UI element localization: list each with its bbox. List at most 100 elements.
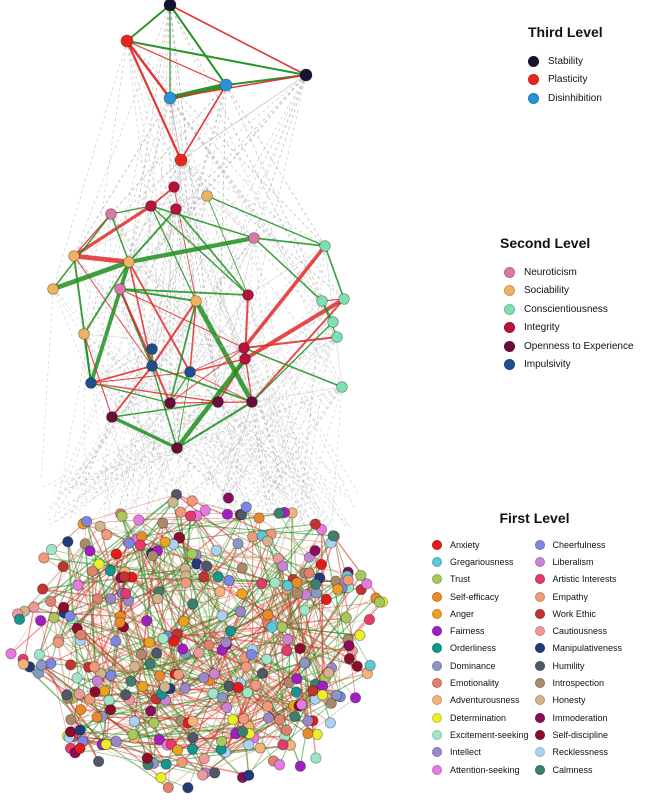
network-edge bbox=[115, 640, 250, 746]
network-edge bbox=[169, 401, 253, 404]
network-edge bbox=[128, 261, 191, 373]
first-level-node bbox=[110, 548, 122, 560]
network-edge bbox=[148, 641, 230, 687]
network-edge bbox=[151, 300, 197, 367]
cross-level-edge bbox=[206, 195, 355, 509]
cross-level-edge bbox=[126, 40, 197, 302]
first-level-node bbox=[33, 649, 46, 661]
legend-item-openness: Openness to Experience bbox=[504, 337, 634, 356]
cross-level-edge bbox=[49, 237, 255, 509]
network-edge bbox=[134, 681, 290, 739]
cross-level-edge bbox=[189, 371, 288, 499]
first-level-title: First Level bbox=[499, 510, 570, 526]
cross-level-edge bbox=[128, 97, 171, 263]
first-level-node bbox=[86, 565, 98, 577]
network-edge bbox=[147, 747, 261, 759]
first-level-node bbox=[175, 506, 187, 518]
first-level-node bbox=[151, 647, 163, 659]
legend-item-neuroticism: Neuroticism bbox=[504, 263, 634, 282]
first-level-node bbox=[351, 660, 363, 672]
second-level-node bbox=[105, 208, 117, 220]
cross-level-edge bbox=[151, 84, 227, 350]
cross-level-edge bbox=[56, 213, 112, 509]
legend-label: Plasticity bbox=[548, 74, 588, 86]
first-level-node bbox=[302, 727, 314, 740]
first-level-node bbox=[222, 492, 235, 504]
first-level-node bbox=[45, 595, 57, 608]
first-level-node bbox=[105, 669, 117, 681]
legend-swatch bbox=[534, 643, 545, 654]
network-edge bbox=[38, 672, 134, 736]
first-level-node bbox=[154, 670, 166, 682]
first-level-node bbox=[72, 579, 84, 591]
third-level-node bbox=[219, 78, 233, 92]
second-level-node bbox=[212, 396, 224, 408]
second-level-node bbox=[145, 200, 157, 212]
legend-label: Integrity bbox=[524, 322, 560, 334]
network-edge bbox=[169, 97, 182, 161]
cross-level-edge bbox=[271, 245, 326, 498]
cross-level-edge bbox=[52, 159, 182, 290]
network-edge bbox=[90, 300, 197, 384]
first-level-node bbox=[133, 514, 145, 526]
first-level-node bbox=[291, 577, 303, 589]
network-edge bbox=[251, 298, 345, 403]
network-edge bbox=[83, 333, 245, 349]
network-edge bbox=[90, 371, 191, 384]
first-level-node bbox=[354, 629, 366, 641]
network-edge bbox=[126, 4, 171, 42]
first-level-node bbox=[178, 615, 190, 627]
cross-level-edge bbox=[303, 321, 334, 506]
cross-level-edge bbox=[110, 213, 338, 541]
third-level-title: Third Level bbox=[528, 24, 603, 40]
legend-item-recklessness: Recklessness bbox=[534, 744, 638, 761]
second-level-node bbox=[114, 283, 126, 295]
first-level-node bbox=[320, 593, 332, 606]
network-edge bbox=[73, 204, 152, 258]
network-edge bbox=[248, 705, 295, 776]
first-level-node bbox=[157, 632, 169, 645]
first-level-legend-right: Cheerfulness Liberalism Artistic Interes… bbox=[534, 536, 638, 778]
cross-level-edge bbox=[221, 401, 253, 500]
network-edge bbox=[175, 208, 249, 296]
cross-level-edge bbox=[169, 97, 323, 302]
legend-item-immoderation: Immoderation bbox=[534, 709, 638, 726]
network-edge bbox=[237, 543, 316, 700]
cross-level-edge bbox=[176, 447, 262, 498]
network-edge bbox=[243, 347, 343, 388]
first-level-node bbox=[17, 658, 30, 670]
network-edge bbox=[189, 294, 249, 373]
first-level-node bbox=[223, 575, 235, 587]
first-level-node bbox=[116, 510, 128, 522]
cross-level-edge bbox=[119, 288, 151, 493]
network-edge bbox=[162, 522, 241, 683]
cross-level-edge bbox=[299, 386, 343, 526]
first-level-node bbox=[74, 724, 86, 736]
first-level-node bbox=[104, 565, 116, 577]
cross-level-edge bbox=[180, 159, 249, 296]
cross-level-edge bbox=[110, 336, 338, 497]
first-level-node bbox=[224, 625, 237, 637]
first-level-node bbox=[187, 598, 199, 610]
first-level-node bbox=[93, 558, 105, 570]
legend-item-work-ethic: Work Ethic bbox=[534, 605, 638, 622]
second-level-node bbox=[47, 283, 59, 295]
cross-level-edge bbox=[221, 347, 245, 507]
network-edge bbox=[175, 493, 239, 545]
legend-swatch bbox=[432, 574, 442, 585]
second-level-node bbox=[68, 250, 80, 262]
cross-level-edge bbox=[52, 288, 237, 506]
legend-label: Artistic Interests bbox=[552, 574, 617, 585]
cross-level-edge bbox=[243, 347, 283, 481]
network-edge bbox=[128, 261, 245, 349]
network-edge bbox=[90, 382, 219, 403]
first-level-node bbox=[324, 717, 336, 729]
cross-level-edge bbox=[243, 347, 343, 492]
first-level-node bbox=[342, 574, 354, 586]
cross-level-edge bbox=[243, 347, 301, 495]
legend-item-emotionality: Emotionality bbox=[432, 674, 535, 691]
first-level-node bbox=[143, 636, 155, 649]
legend-label: Gregariousness bbox=[450, 556, 514, 567]
legend-swatch bbox=[534, 660, 545, 671]
cross-level-edge bbox=[178, 298, 345, 519]
